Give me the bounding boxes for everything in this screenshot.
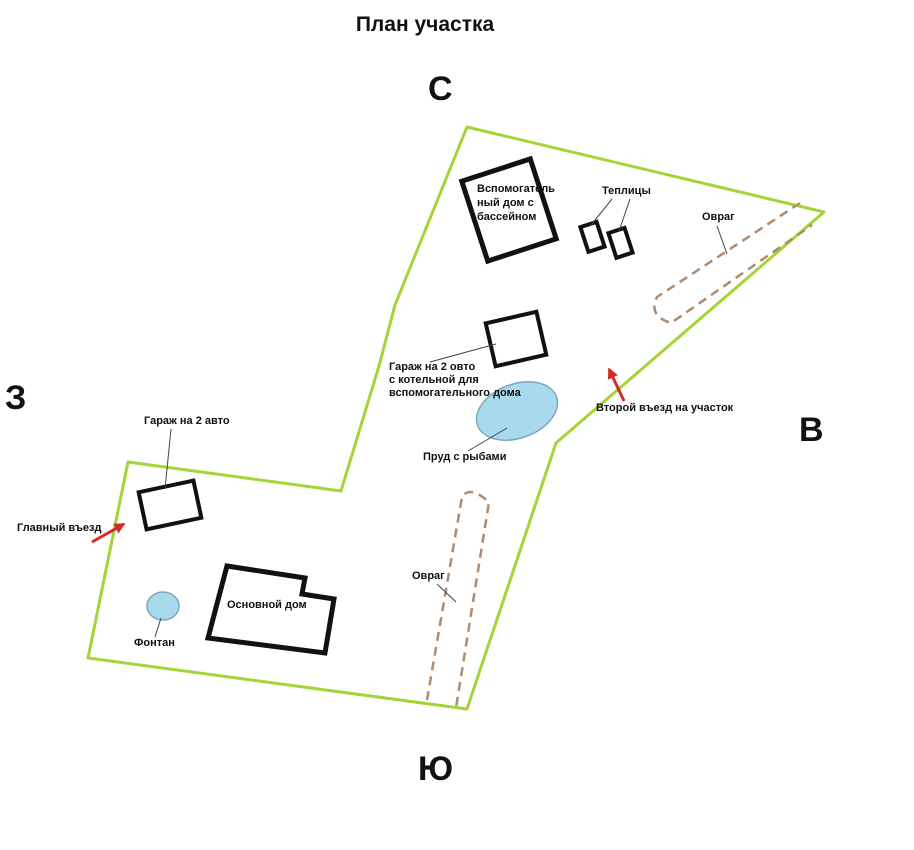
pond-leader-line — [467, 427, 508, 452]
greenhouse-1-leader-line — [590, 198, 613, 226]
compass-west: З — [5, 379, 27, 417]
ravine-south-leader-line — [436, 583, 457, 603]
aux-garage-label-line2: с котельной для — [389, 374, 479, 386]
main-house-label: Основной дом — [227, 599, 307, 611]
pond-label: Пруд с рыбами — [423, 451, 507, 463]
greenhouse-1-shape — [577, 219, 608, 255]
fountain-leader-line — [154, 617, 162, 638]
aux-house-shape — [458, 155, 560, 265]
compass-south: Ю — [418, 750, 454, 788]
aux-garage-label-line3: вспомогательного дома — [389, 387, 521, 399]
garage-shape — [136, 478, 204, 532]
plot-boundary — [86, 125, 826, 711]
aux-garage-shape — [483, 309, 549, 369]
greenhouse-2-leader-line — [618, 198, 631, 232]
aux-house-label-line2: ный дом с — [477, 197, 534, 209]
second-entrance-arrow — [607, 367, 626, 402]
main-entrance-label: Главный въезд — [17, 522, 102, 534]
ravine-south-shape — [425, 490, 491, 709]
garage-leader-line — [164, 428, 172, 490]
greenhouse-2-shape — [605, 225, 636, 261]
main-house-shape — [204, 563, 337, 656]
compass-east: В — [799, 411, 824, 449]
garage-label: Гараж на 2 авто — [144, 415, 230, 427]
ravine-north-leader-line — [716, 225, 728, 255]
ravine-north-label: Овраг — [702, 211, 735, 223]
aux-garage-label: Гараж на 2 овто с котельной для вспомога… — [389, 361, 521, 400]
aux-garage-leader-line — [429, 343, 497, 363]
second-entrance-label: Второй въезд на участок — [596, 402, 734, 414]
ravine-south-label: Овраг — [412, 570, 445, 582]
aux-garage-label-line1: Гараж на 2 овто — [389, 361, 476, 373]
aux-house-label-line1: Вспомогатель — [477, 183, 555, 195]
greenhouses-label: Теплицы — [602, 185, 651, 197]
fountain-label: Фонтан — [134, 637, 175, 649]
aux-house-label-line3: бассейном — [477, 211, 537, 223]
aux-house-label: Вспомогатель ный дом с бассейном — [477, 182, 555, 224]
fountain-shape — [146, 591, 180, 621]
main-entrance-arrow — [91, 522, 126, 544]
pond-shape — [475, 381, 559, 441]
compass-north: С — [428, 70, 453, 108]
ravine-north-shape — [653, 201, 813, 325]
page-title: План участка — [355, 13, 495, 36]
